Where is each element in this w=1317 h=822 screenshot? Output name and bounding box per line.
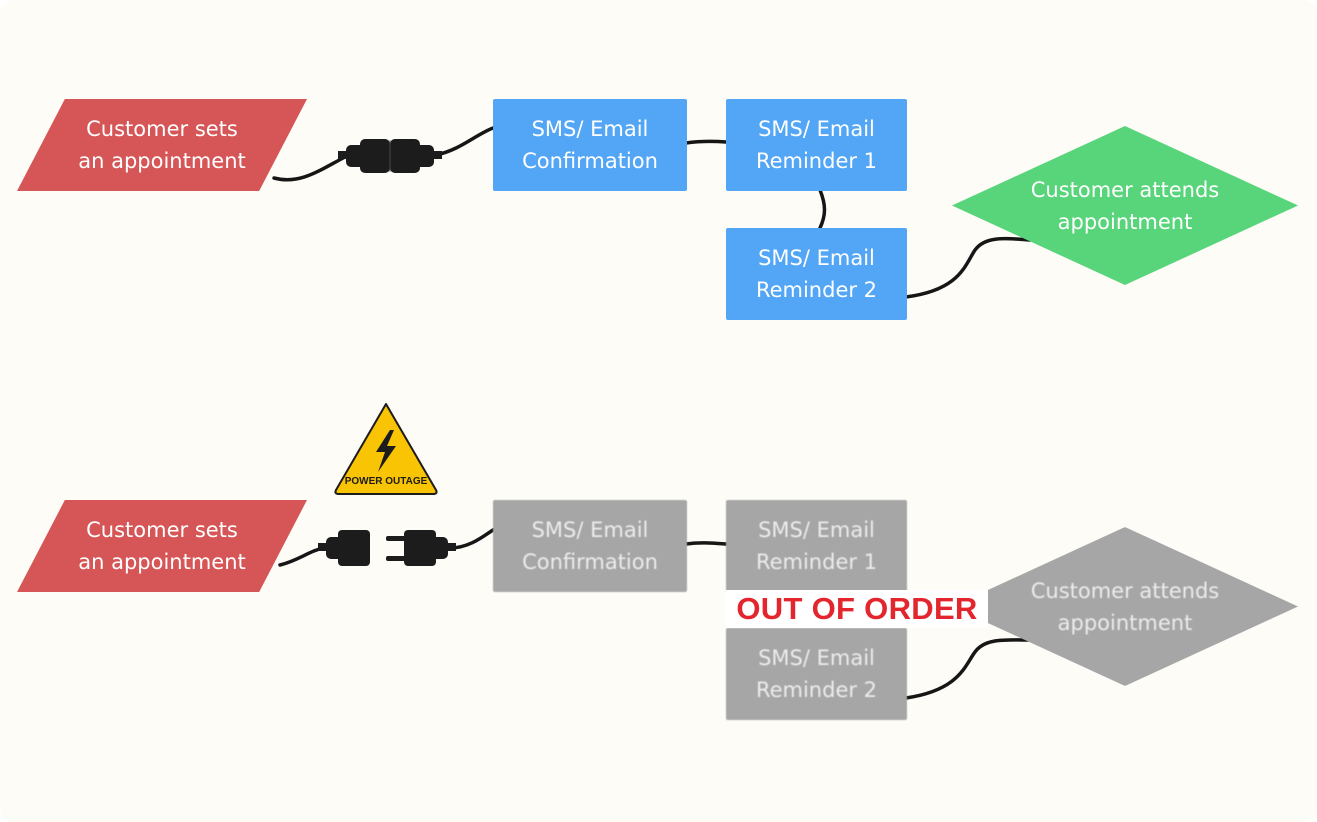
- wire-plug-to-confirmation: [434, 126, 495, 157]
- reminder2-node-disabled: SMS/ Email Reminder 2: [726, 628, 907, 720]
- power-outage-warning: POWER OUTAGE: [332, 400, 440, 496]
- wire-reminder2-to-end-disabled: [904, 638, 1032, 700]
- start-node-label: Customer sets an appointment: [78, 117, 246, 173]
- confirmation-node-disabled: SMS/ Email Confirmation: [493, 500, 687, 592]
- plug-connected-icon: [338, 139, 442, 173]
- reminder1-node-disabled-label: SMS/ Email Reminder 1: [755, 518, 878, 574]
- confirmation-node-disabled-label: SMS/ Email Confirmation: [522, 518, 658, 574]
- reminder2-node: SMS/ Email Reminder 2: [726, 228, 907, 320]
- wire-confirmation-to-reminder1-disabled: [684, 541, 728, 546]
- end-node-label: Customer attends appointment: [1030, 177, 1220, 234]
- wire-reminder2-to-end: [904, 236, 1032, 299]
- wire-plug-right-to-confirmation: [448, 528, 495, 550]
- reminder1-node-disabled: SMS/ Email Reminder 1: [726, 500, 907, 592]
- confirmation-node-label: SMS/ Email Confirmation: [522, 117, 658, 173]
- start-node-broken: Customer sets an appointment: [17, 500, 307, 592]
- lightning-bolt-icon: [376, 430, 396, 472]
- plug-disconnected-icon: [318, 530, 456, 566]
- reminder1-node-label: SMS/ Email Reminder 1: [755, 117, 878, 173]
- start-node-broken-label: Customer sets an appointment: [78, 518, 246, 574]
- reminder1-node: SMS/ Email Reminder 1: [726, 99, 907, 191]
- wire-reminder1-to-reminder2: [818, 188, 827, 230]
- wire-confirmation-to-reminder1: [684, 139, 728, 145]
- reminder2-node-label: SMS/ Email Reminder 2: [755, 246, 878, 302]
- end-node-disabled-label: Customer attends appointment: [1030, 578, 1220, 635]
- power-outage-label: POWER OUTAGE: [345, 476, 428, 487]
- confirmation-node: SMS/ Email Confirmation: [493, 99, 687, 191]
- start-node: Customer sets an appointment: [17, 99, 307, 191]
- reminder2-node-disabled-label: SMS/ Email Reminder 2: [755, 646, 878, 702]
- wire-start-to-plug: [272, 155, 347, 182]
- out-of-order-label: OUT OF ORDER: [726, 590, 988, 628]
